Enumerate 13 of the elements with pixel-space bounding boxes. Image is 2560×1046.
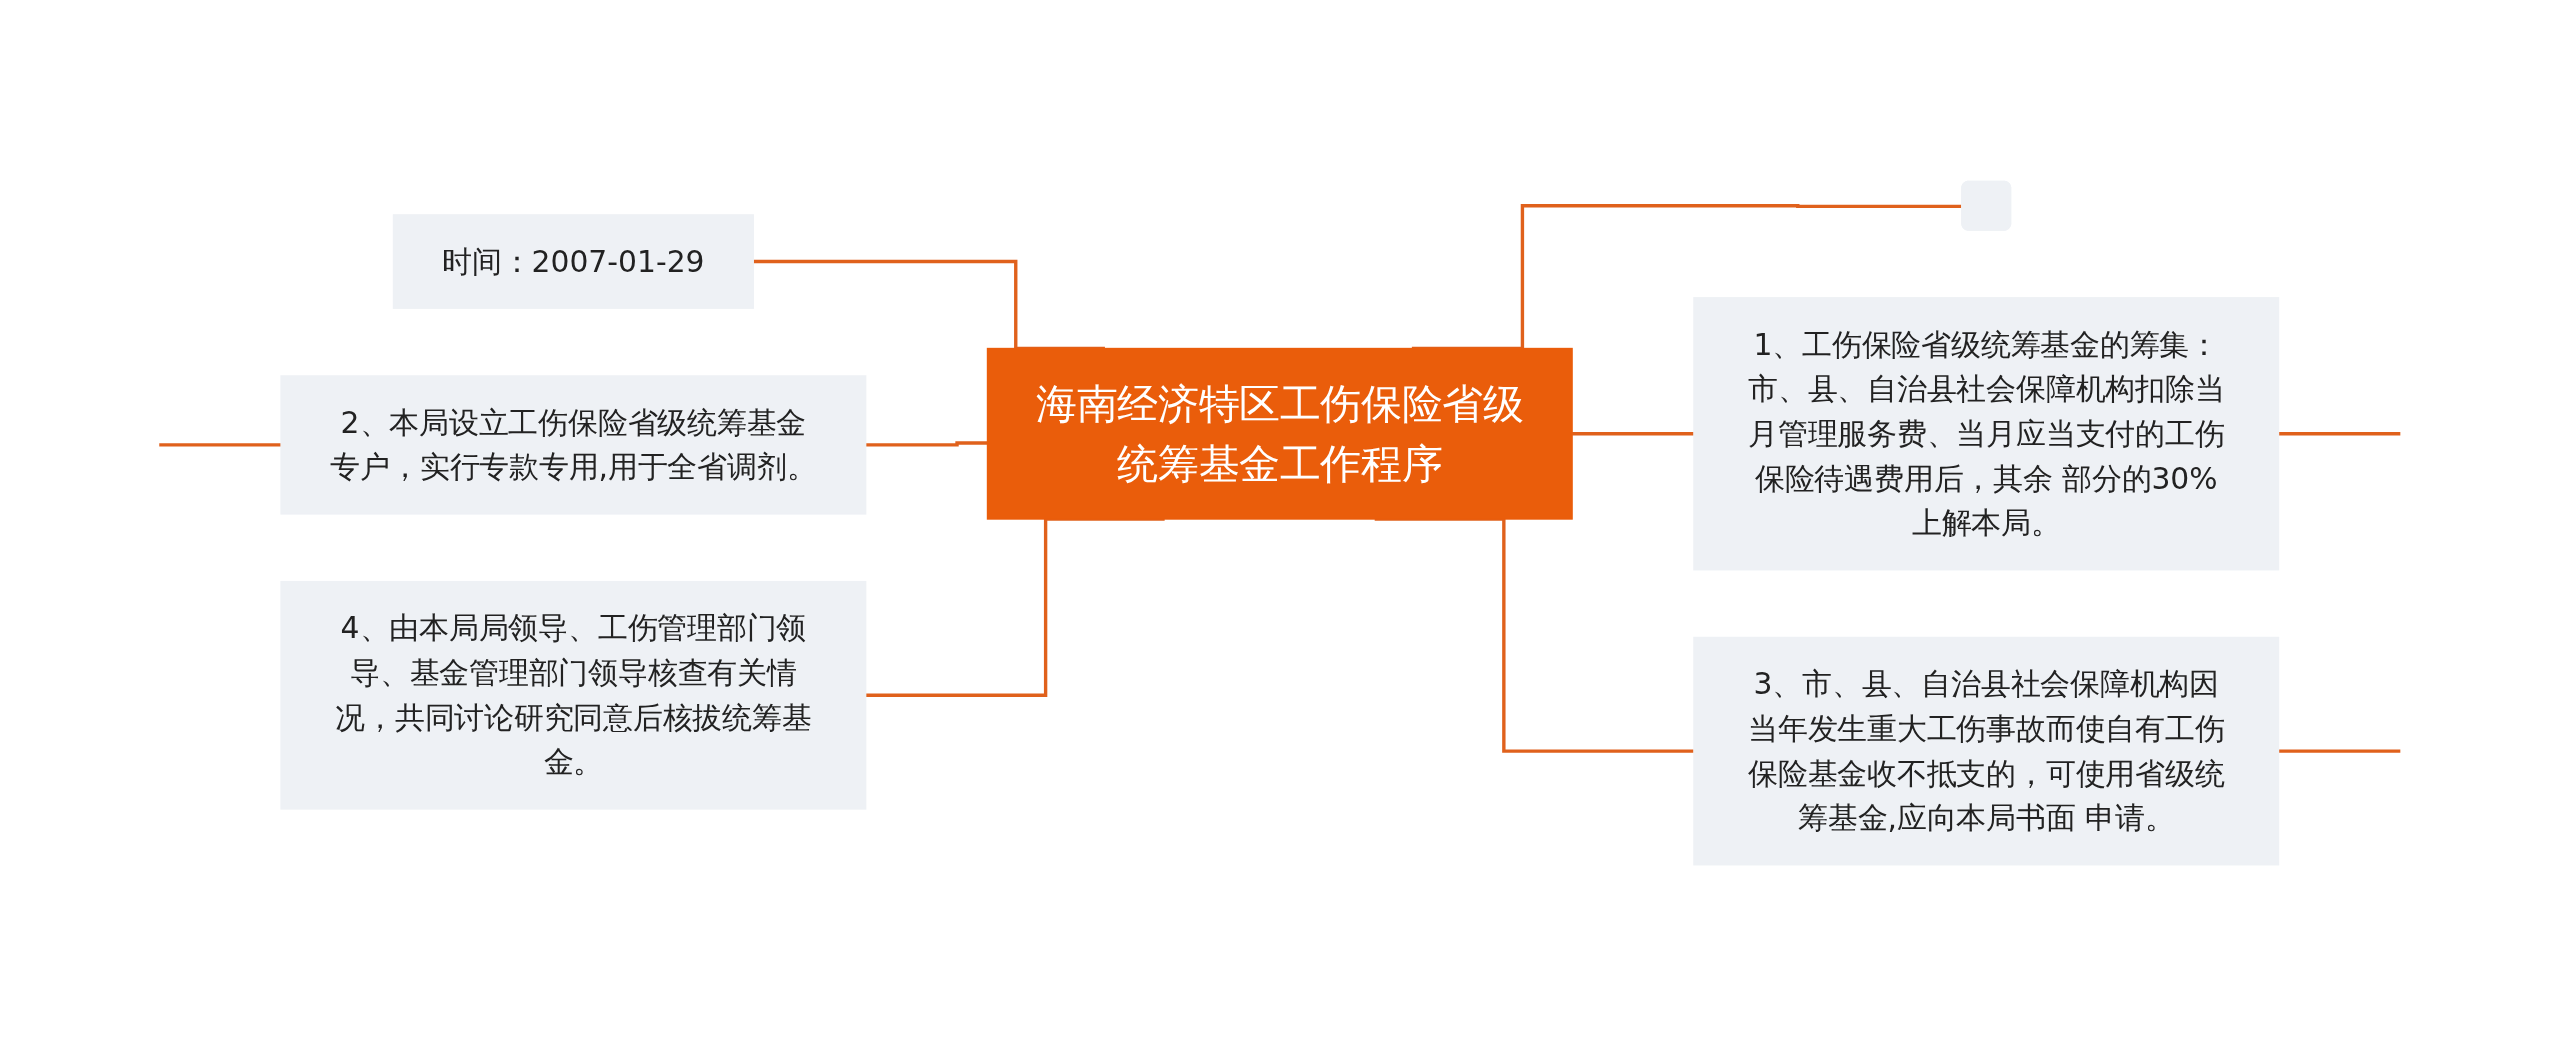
connector — [1572, 432, 1695, 436]
connector — [1374, 517, 1695, 753]
node-box: 时间：2007-01-29 — [393, 214, 755, 309]
node-box: 4、由本局局领导、工伤管理部门领导、基金管理部门领导核查有关情况，共同讨论研究同意后核拔统筹基金。 — [280, 580, 867, 810]
node-box: 海南经济特区工伤保险省级统筹基金工作程序 — [987, 347, 1573, 520]
connector — [865, 441, 988, 447]
connector — [865, 517, 1165, 697]
node-box: 1、工伤保险省级统筹基金的筹集：市、县、自治县社会保障机构扣除当月管理服务费、当月应当支付的工伤保险待遇费用后，其余 部分的30%上解本局。 — [1693, 297, 2280, 571]
node-box: 3、市、县、自治县社会保障机构因当年发生重大工伤事故而使自有工伤保险基金收不抵支的，可使用省级统筹基金,应向本局书面 申请。 — [1693, 636, 2280, 866]
connector — [2278, 432, 2401, 436]
connector — [2278, 749, 2401, 753]
connector — [159, 443, 282, 447]
node-box: 2、本局设立工伤保险省级统筹基金专户，实行专款专用,用于全省调剂。 — [280, 375, 867, 515]
